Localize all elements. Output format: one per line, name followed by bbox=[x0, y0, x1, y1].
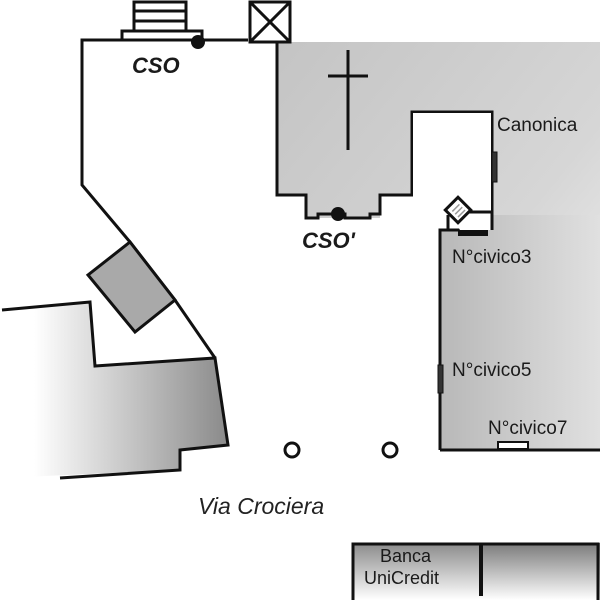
residential-block bbox=[437, 151, 600, 452]
street-label: Via Crociera bbox=[198, 493, 324, 519]
bank-label-line2: UniCredit bbox=[364, 568, 439, 588]
left-building-outline bbox=[80, 38, 248, 359]
kiosk-block bbox=[85, 239, 178, 335]
bollard-1 bbox=[283, 441, 301, 459]
lower-left-building bbox=[0, 302, 228, 478]
bollard-2 bbox=[381, 441, 399, 459]
stair-icon bbox=[443, 195, 473, 225]
cso-label: CSO bbox=[132, 53, 180, 78]
civico5-label: N°civico5 bbox=[452, 360, 531, 381]
canonica-label: Canonica bbox=[497, 115, 578, 136]
door-civico5 bbox=[437, 364, 444, 394]
canonica-building bbox=[413, 113, 491, 215]
civico3-label: N°civico3 bbox=[452, 247, 531, 268]
door-canonica bbox=[491, 151, 498, 183]
cso-marker[interactable] bbox=[191, 35, 205, 49]
cso-prime-label: CSO' bbox=[302, 228, 356, 253]
bank-label-line1: Banca bbox=[380, 546, 432, 566]
door-civico3 bbox=[458, 230, 488, 236]
cso-prime-marker[interactable] bbox=[331, 207, 345, 221]
door-civico7 bbox=[497, 441, 529, 450]
civico7-label: N°civico7 bbox=[488, 418, 567, 439]
bank-block bbox=[351, 542, 600, 600]
entrance-stairs-icon bbox=[120, 0, 204, 42]
bell-tower-icon bbox=[248, 0, 292, 44]
